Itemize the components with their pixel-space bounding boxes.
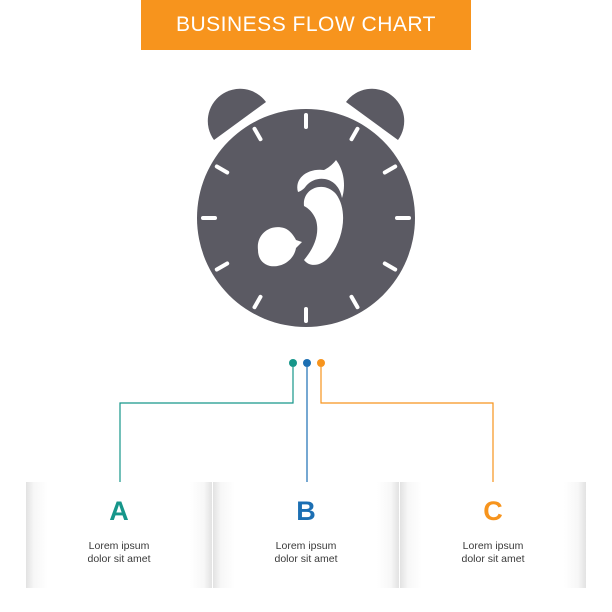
step-text-a-line1: Lorem ipsum <box>88 540 150 552</box>
left-bell-icon <box>207 88 266 140</box>
step-text-c-line2: dolor sit amet <box>461 553 525 565</box>
page-title: BUSINESS FLOW CHART <box>176 13 436 36</box>
title-banner: BUSINESS FLOW CHART <box>141 0 471 50</box>
step-text-a-line2: dolor sit amet <box>87 553 151 565</box>
connector-lines <box>0 350 612 490</box>
step-text-c-line1: Lorem ipsum <box>462 540 524 552</box>
clock-ticks <box>201 113 411 323</box>
step-letter-b: B <box>296 496 316 526</box>
step-card-a: A Lorem ipsum dolor sit amet <box>26 482 212 588</box>
connector-line-c <box>320 367 494 482</box>
step-text-b: Lorem ipsum dolor sit amet <box>213 540 399 566</box>
connector-dot-b <box>303 359 311 367</box>
connector-line-a <box>119 367 294 482</box>
fetus-silhouette <box>257 160 344 267</box>
step-card-b: B Lorem ipsum dolor sit amet <box>213 482 399 588</box>
step-text-a: Lorem ipsum dolor sit amet <box>26 540 212 566</box>
right-bell-icon <box>346 88 405 140</box>
connector-dot-c <box>317 359 325 367</box>
step-text-b-line2: dolor sit amet <box>274 553 338 565</box>
step-letter-c: C <box>483 496 503 526</box>
step-letter-a: A <box>109 496 129 526</box>
clock-face <box>197 109 415 327</box>
step-text-c: Lorem ipsum dolor sit amet <box>400 540 586 566</box>
connector-dot-a <box>289 359 297 367</box>
step-card-c: C Lorem ipsum dolor sit amet <box>400 482 586 588</box>
step-text-b-line1: Lorem ipsum <box>275 540 337 552</box>
clock-with-fetus-icon <box>186 88 426 333</box>
